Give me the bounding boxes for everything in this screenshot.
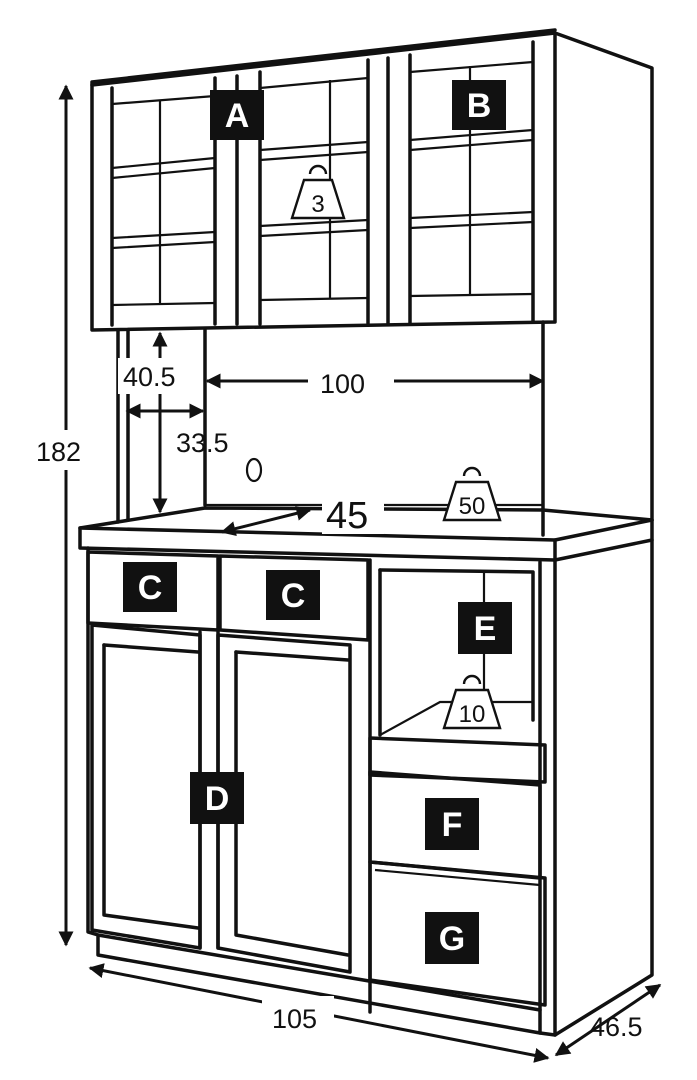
counter-depth-dimension: 45	[326, 495, 368, 537]
weight-icon-counter: 50	[442, 466, 502, 522]
svg-text:G: G	[439, 920, 465, 958]
svg-text:E: E	[474, 610, 497, 648]
label-b: B	[452, 80, 506, 130]
lower-cabinet	[86, 538, 654, 1037]
label-g: G	[425, 912, 479, 964]
svg-text:3: 3	[311, 191, 324, 218]
svg-text:F: F	[442, 806, 463, 844]
svg-text:C: C	[138, 569, 163, 607]
inner-width-dimension: 100	[320, 369, 365, 399]
label-e: E	[458, 602, 512, 654]
dimension-lines	[30, 84, 662, 1063]
svg-text:50: 50	[459, 493, 486, 520]
weight-icon-upper-shelf: 3	[290, 164, 346, 220]
label-a: A	[210, 90, 264, 140]
svg-text:A: A	[225, 97, 250, 135]
label-d: D	[190, 772, 244, 824]
width-dimension: 105	[272, 1004, 317, 1034]
depth-dimension: 46.5	[590, 1012, 643, 1042]
weight-icon-open-shelf: 10	[442, 674, 502, 730]
label-c-left: C	[123, 562, 177, 612]
shelf-depth-dimension: 33.5	[176, 428, 229, 458]
label-f: F	[425, 798, 479, 850]
label-c-right: C	[266, 570, 320, 620]
svg-text:10: 10	[459, 701, 486, 728]
counter-gap-dimension: 40.5	[123, 362, 176, 392]
svg-text:D: D	[205, 780, 230, 818]
svg-text:B: B	[467, 87, 492, 125]
svg-text:C: C	[281, 577, 306, 615]
height-dimension: 182	[36, 437, 81, 467]
